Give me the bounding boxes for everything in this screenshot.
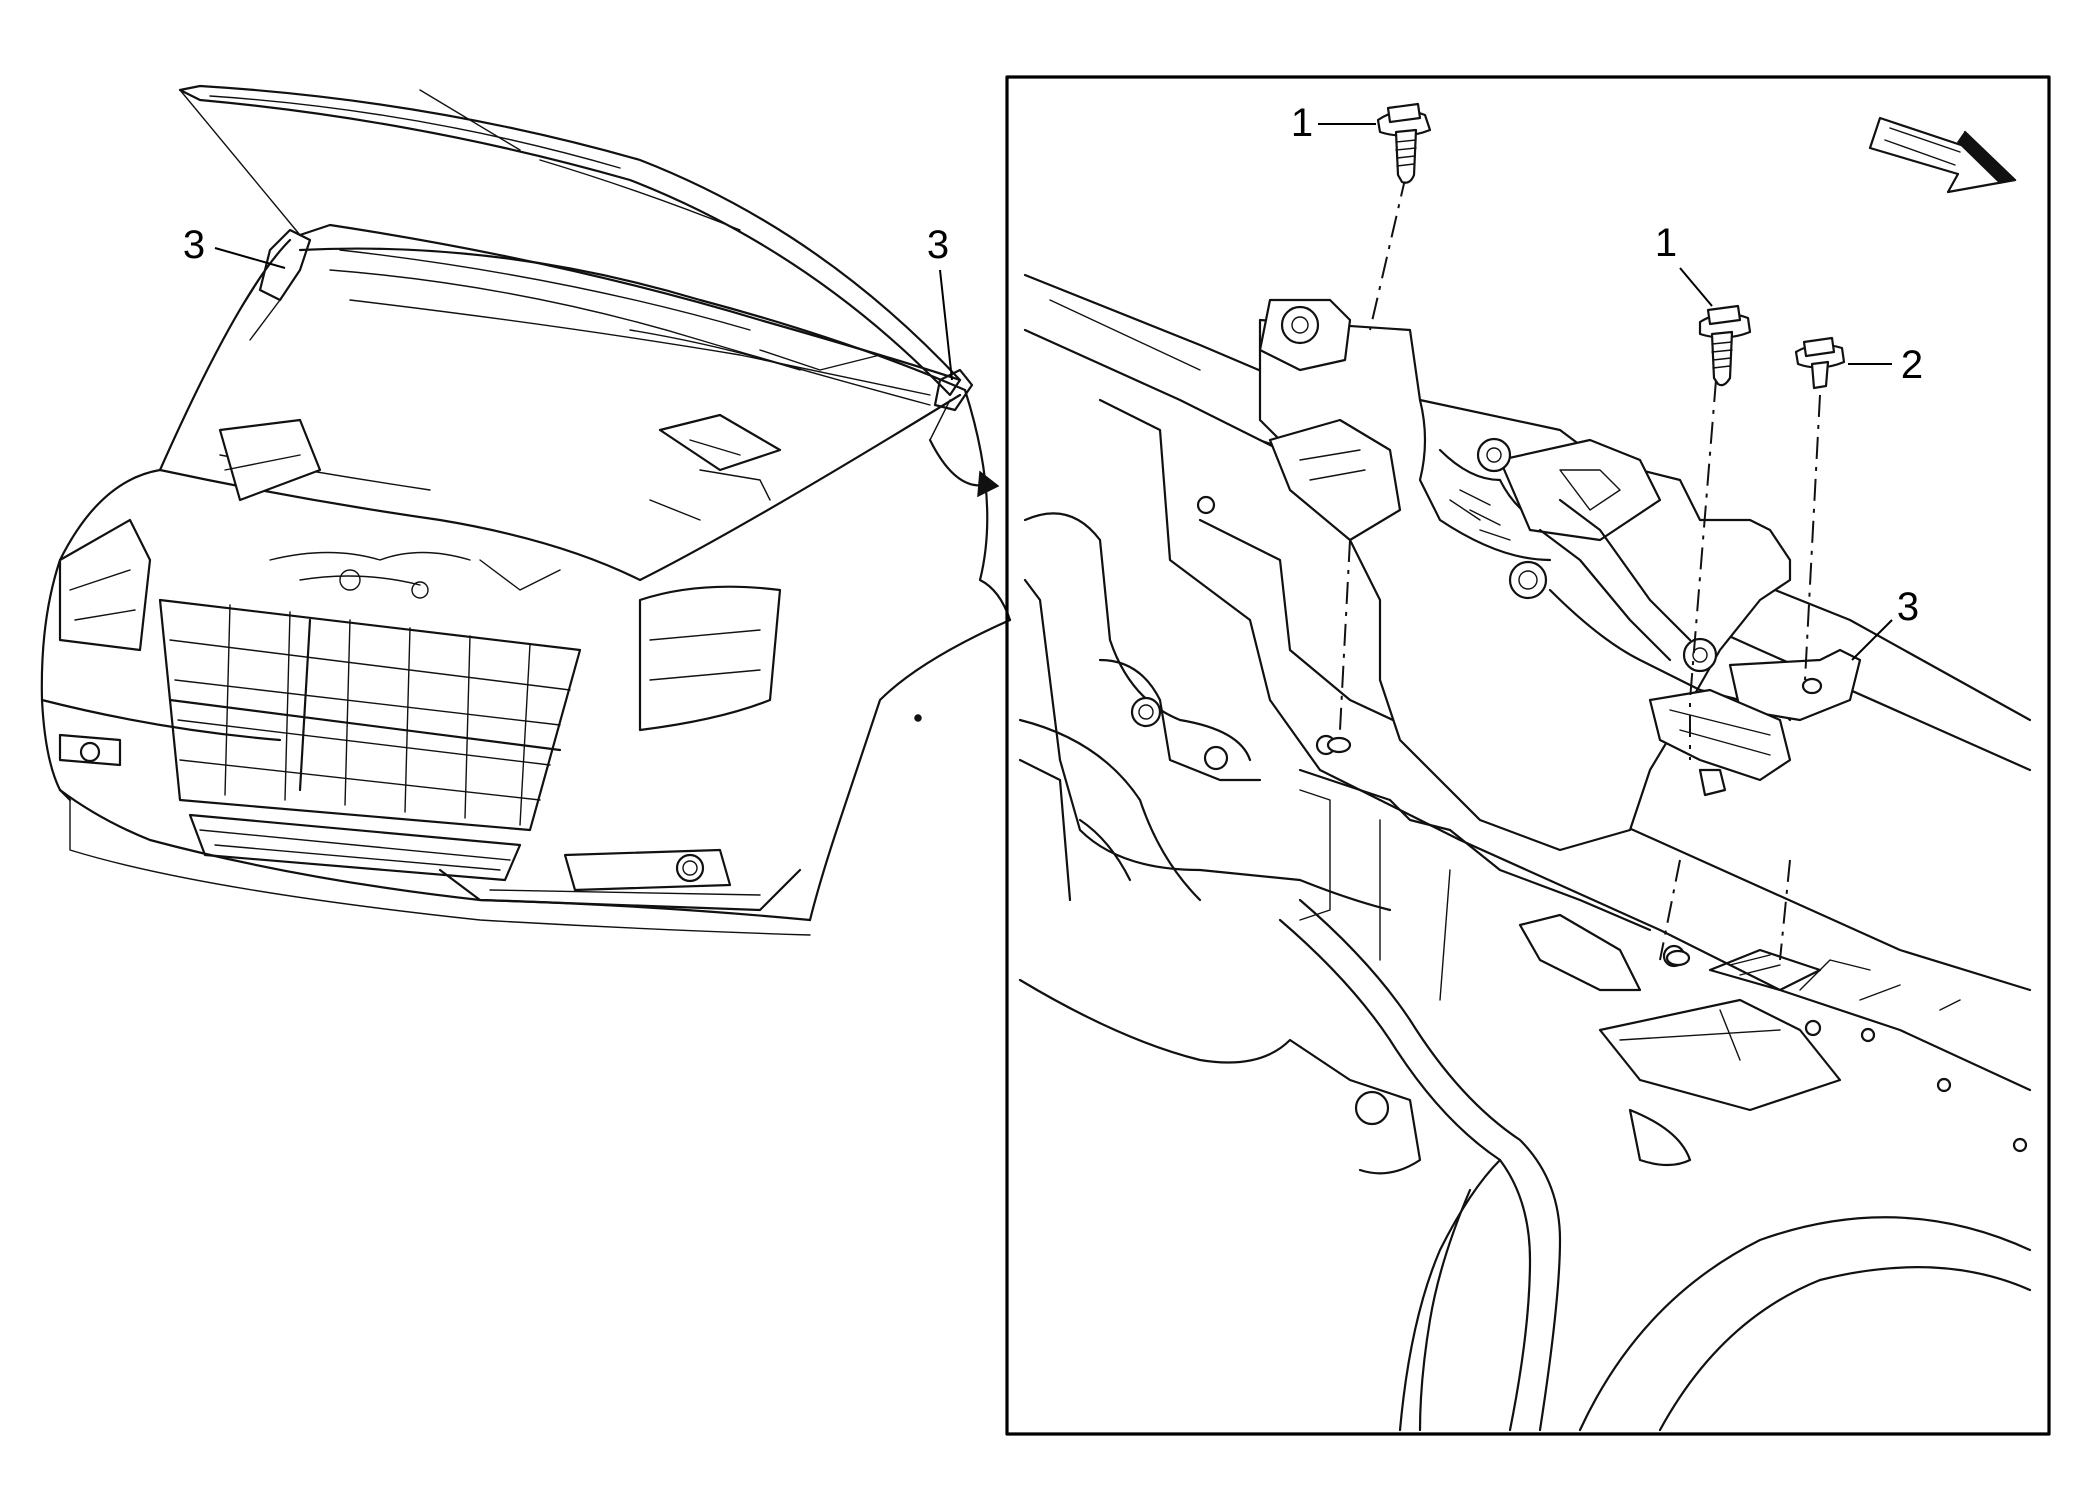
callout-3-left: 3	[183, 223, 286, 269]
mounting-hole	[1665, 949, 1691, 967]
detail-frame	[1005, 75, 2051, 1436]
callout-label: 3	[927, 223, 949, 267]
install-lines	[1339, 174, 1821, 961]
forward-arrow-icon	[1868, 116, 2017, 194]
callout-label: 3	[183, 223, 205, 267]
grille	[158, 598, 582, 882]
nut	[1794, 336, 1846, 390]
bolt-mid	[1698, 304, 1752, 387]
mounting-holes	[1326, 736, 1822, 992]
callout-label: 2	[1901, 343, 1923, 387]
callout-3-detail: 3	[1851, 585, 1919, 661]
vehicle-overview: 3 3	[40, 84, 1012, 936]
mounting-hole	[1326, 736, 1352, 754]
detail-view: 1 1 2 3	[1005, 75, 2051, 1436]
engine-bay	[158, 228, 974, 599]
curved-arrow-icon	[928, 438, 1000, 498]
hood-panel	[178, 84, 962, 397]
nut-seat	[1708, 948, 1822, 992]
bolt-top	[1376, 102, 1432, 184]
front-body	[40, 388, 1012, 936]
callout-label: 3	[1897, 585, 1919, 629]
callout-1-top: 1	[1291, 101, 1376, 145]
callout-1-mid: 1	[1655, 221, 1713, 307]
callout-label: 1	[1291, 101, 1313, 145]
callout-label: 1	[1655, 221, 1677, 265]
hood-ajar-sensor-assembly	[1258, 298, 1862, 852]
callout-3-right: 3	[927, 223, 953, 381]
callout-2: 2	[1848, 343, 1923, 387]
